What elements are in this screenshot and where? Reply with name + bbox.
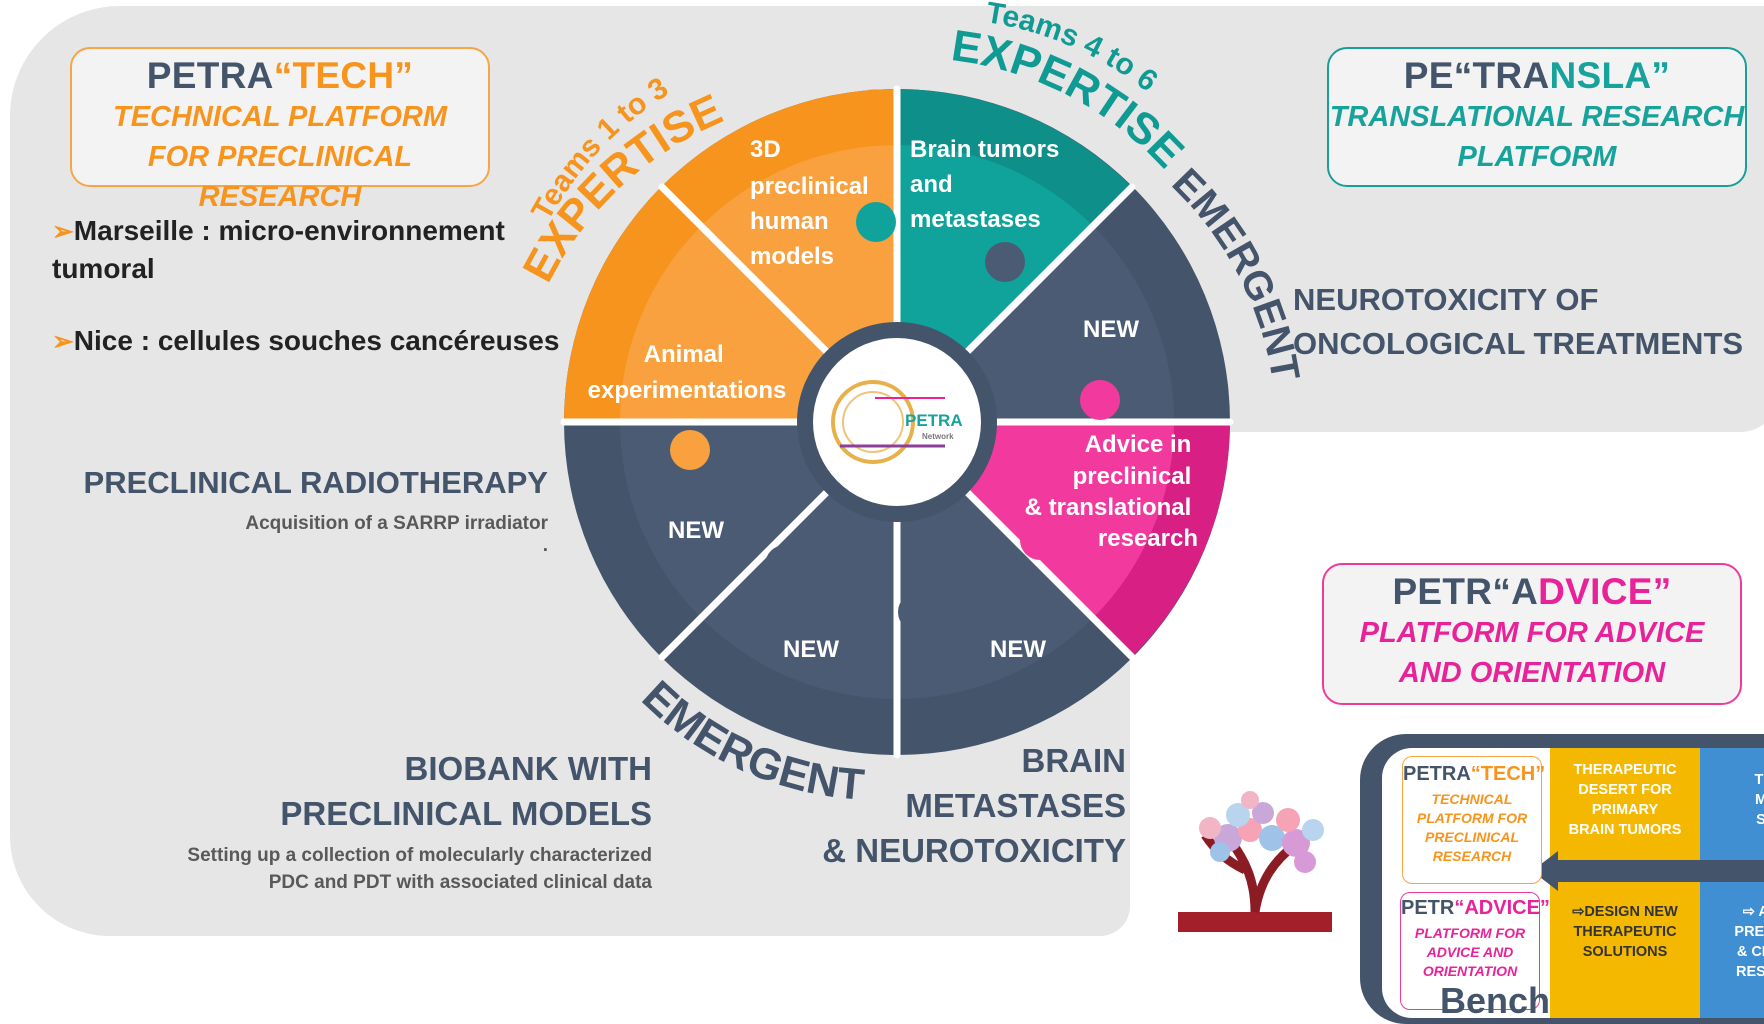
arrow-bullet-icon: ➢ [52, 216, 74, 246]
puzzle-knob [1080, 380, 1120, 420]
bench-arrow-bar [1550, 860, 1764, 882]
piece-new-bottom-right-text: NEW [990, 636, 1046, 663]
advice-platform-title: PETR“ADVICE” [1392, 571, 1672, 612]
puzzle-knob [670, 430, 710, 470]
biobank-label: BIOBANK WITH PRECLINICAL MODELS Setting … [187, 750, 652, 893]
advice-platform-box: PETR“ADVICE” PLATFORM FOR ADVICE AND ORI… [1322, 563, 1742, 705]
tech-platform-box: PETRA“TECH” TECHNICAL PLATFORM FOR PRECL… [70, 47, 490, 213]
bullet-nice: ➢Nice : cellules souches cancéreuses [52, 325, 560, 356]
center-logo-text: PETRA [905, 411, 963, 430]
puzzle-knob [856, 202, 896, 242]
piece-3d-text: 3D preclinical human models [750, 136, 875, 270]
tumor-cells-icon [1199, 791, 1324, 873]
tech-platform-subtitle-2: FOR PRECLINICAL RESEARCH [147, 141, 413, 213]
piece-advice-text: Advice in preclinical & translational re… [1025, 431, 1198, 552]
radiotherapy-label: PRECLINICAL RADIOTHERAPY Acquisition of … [83, 465, 548, 556]
transla-platform-title: PE“TRANSLA” [1403, 55, 1671, 96]
advice-platform-subtitle-2: AND ORIENTATION [1398, 657, 1666, 689]
transla-platform-subtitle-2: PLATFORM [1457, 141, 1617, 173]
bench-blue-column: TIMS ⇨ ADPRECLI & CLINRESEA [1700, 748, 1764, 1018]
bench-label: Bench [1440, 980, 1551, 1021]
tech-platform-subtitle-1: TECHNICAL PLATFORM [112, 101, 447, 133]
arrow-bullet-icon: ➢ [52, 326, 74, 356]
transla-platform-box: PE“TRANSLA” TRANSLATIONAL RESEARCH PLATF… [1327, 47, 1747, 187]
petra-logo-brain-icon [831, 380, 915, 464]
brain-metastases-label: BRAIN METASTASES & NEUROTOXICITY [822, 742, 1126, 869]
blood-vessel-icon [1178, 912, 1332, 932]
advice-platform-subtitle-1: PLATFORM FOR ADVICE [1359, 617, 1705, 649]
center-disk [813, 338, 981, 506]
transla-platform-subtitle-1: TRANSLATIONAL RESEARCH [1329, 101, 1745, 133]
neurotoxicity-label: NEUROTOXICITY OF ONCOLOGICAL TREATMENTS [1293, 282, 1744, 361]
center-logo-subtext: Network [922, 432, 954, 441]
piece-animal-text: Animal experimentations [588, 341, 787, 404]
puzzle-knob [898, 592, 938, 632]
puzzle-knob [718, 280, 758, 320]
puzzle-knob [985, 242, 1025, 282]
puzzle-knob [765, 545, 805, 585]
bench-blue-bottom-text: ⇨ ADPRECLI & CLINRESEA [1734, 904, 1764, 980]
piece-new-left-text: NEW [668, 517, 724, 544]
tech-platform-title: PETRA“TECH” [146, 55, 414, 96]
bench-blue-top-text: TIMS [1754, 772, 1764, 828]
piece-new-right-text: NEW [1083, 316, 1139, 343]
piece-new-bottom-left-text: NEW [783, 636, 839, 663]
puzzle-knob [1020, 520, 1060, 560]
piece-brain-text: Brain tumors and metastases [910, 136, 1066, 233]
